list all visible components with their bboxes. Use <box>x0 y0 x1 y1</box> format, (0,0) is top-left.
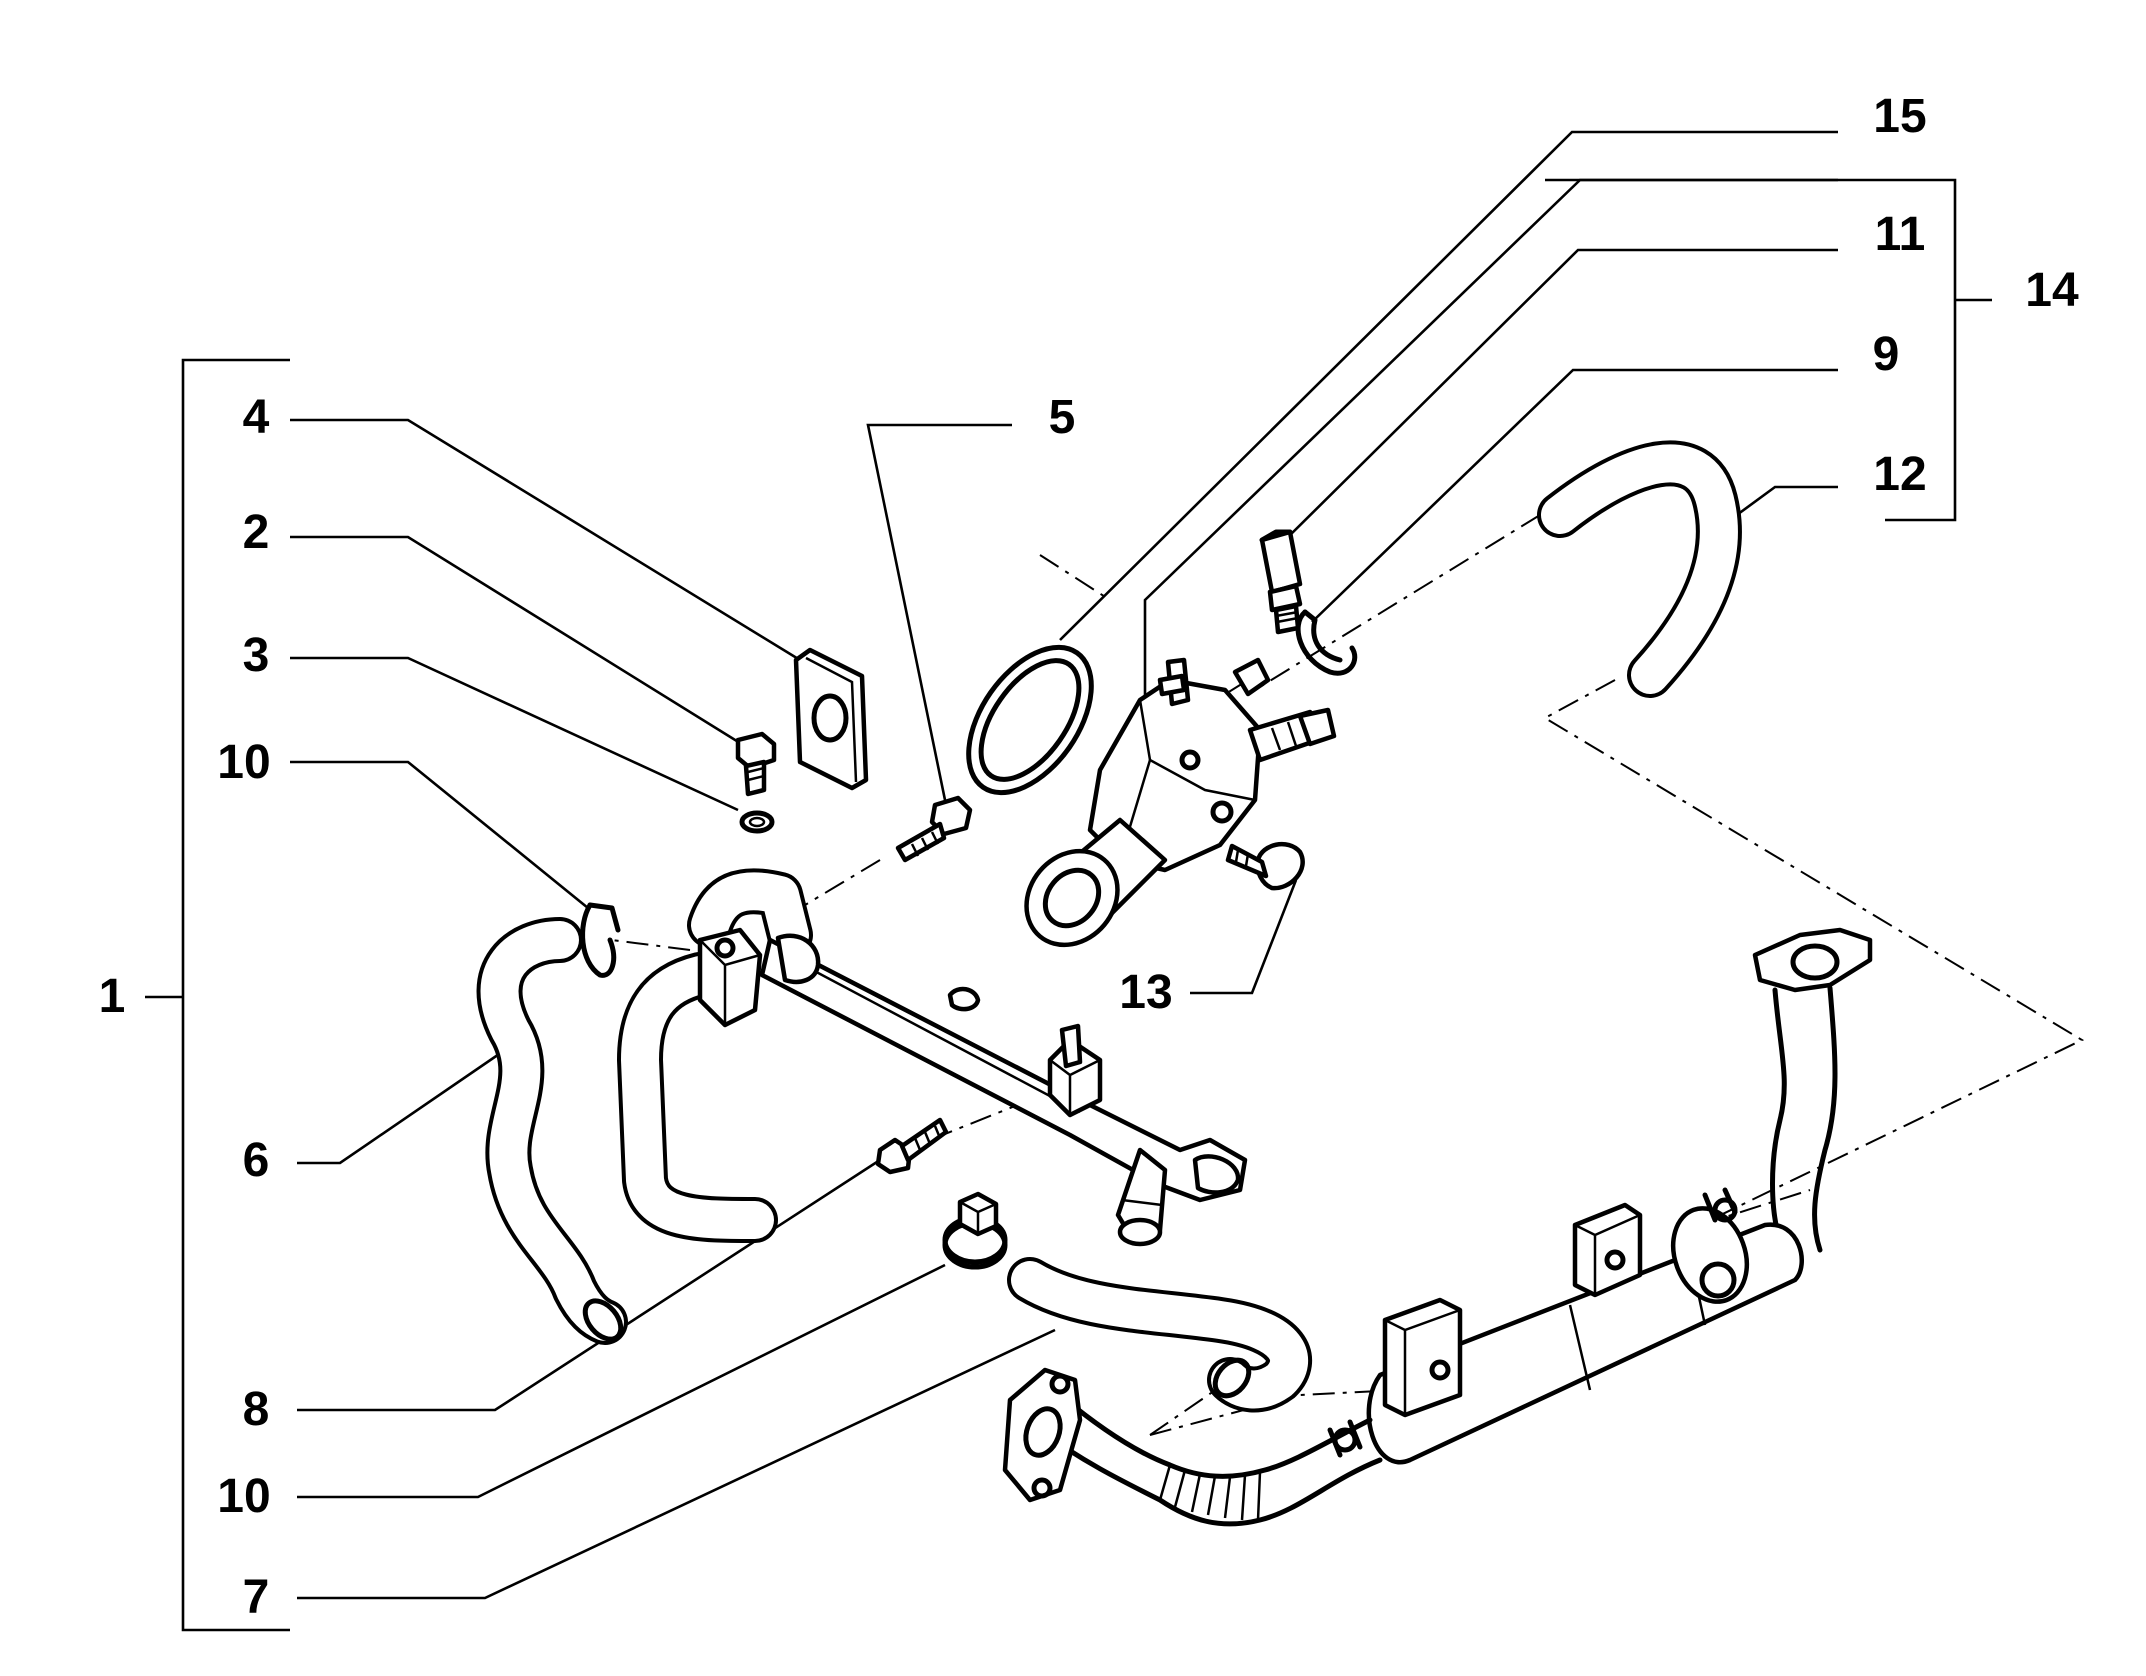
callout-14: 14 <box>2025 264 2079 317</box>
leader-3 <box>290 656 739 812</box>
clip-part-10a <box>580 902 621 978</box>
washer-part-3 <box>739 810 775 834</box>
callout-12: 12 <box>1873 448 1926 501</box>
callout-4: 4 <box>243 391 270 444</box>
egr-cooler-assembly <box>1002 927 1873 1527</box>
callout-10-upper: 10 <box>217 736 270 789</box>
callout-6: 6 <box>243 1134 270 1187</box>
callout-3: 3 <box>243 629 270 682</box>
leader-12 <box>1729 485 1838 522</box>
leader-5 <box>866 423 1012 801</box>
leader-4 <box>290 418 801 662</box>
callout-2: 2 <box>243 506 270 559</box>
leader-8 <box>297 1158 881 1412</box>
leader-9 <box>1311 368 1838 623</box>
leader-15b <box>1143 178 1838 700</box>
callout-5: 5 <box>1049 391 1076 444</box>
thermostat-housing <box>1024 657 1337 948</box>
bracket-group-1 <box>145 358 290 1632</box>
bolt-part-8 <box>875 1117 949 1175</box>
gasket-plate-part-4 <box>793 647 869 791</box>
leader-11 <box>1279 248 1838 546</box>
leader-lines <box>290 130 1838 1600</box>
leader-10b <box>297 1263 946 1499</box>
callout-10-lower: 10 <box>217 1470 270 1523</box>
small-bolt-part-2 <box>735 731 777 797</box>
callout-13: 13 <box>1119 966 1172 1019</box>
s-hose-part-6 <box>476 917 628 1345</box>
leader-7 <box>297 1328 1056 1600</box>
u-hose-part-12 <box>1537 440 1742 698</box>
leader-6 <box>297 1048 506 1165</box>
bolt-part-5 <box>895 795 973 863</box>
pipe-assembly-part-1 <box>617 868 1248 1247</box>
callout-9: 9 <box>1873 328 1900 381</box>
leader-10a <box>290 760 589 910</box>
curved-hose-part-7 <box>1007 1257 1312 1413</box>
leader-15 <box>1059 130 1838 641</box>
o-ring-part-15 <box>966 644 1094 796</box>
leader-2 <box>290 535 741 745</box>
hose-clamp-part-10b <box>942 1191 1008 1270</box>
callout-labels: 1 4 2 3 10 5 6 8 10 7 13 15 11 9 12 14 <box>99 90 2079 1624</box>
sensor-part-11 <box>1259 529 1303 635</box>
callout-8: 8 <box>243 1383 270 1436</box>
callout-11: 11 <box>1875 208 1926 261</box>
callout-1: 1 <box>99 970 126 1023</box>
callout-7: 7 <box>243 1571 270 1624</box>
leader-13 <box>1190 879 1298 995</box>
bolt-part-13 <box>1225 841 1305 891</box>
callout-15: 15 <box>1873 90 1926 143</box>
clip-part-9 <box>1295 609 1358 676</box>
